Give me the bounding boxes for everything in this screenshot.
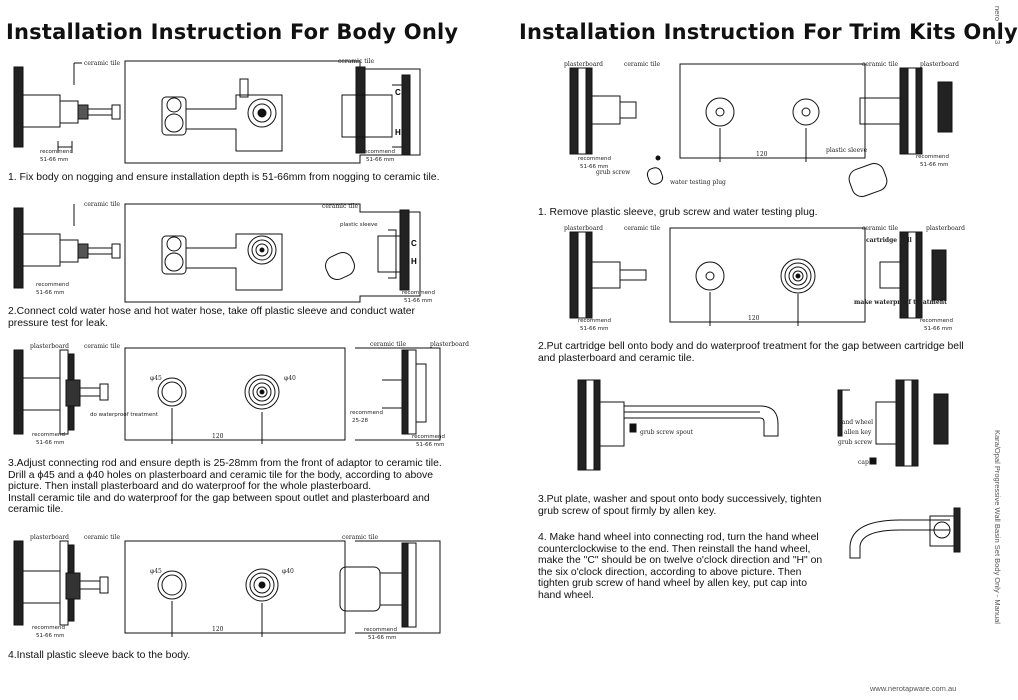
svg-text:recommend: recommend: [412, 434, 445, 440]
svg-text:plasterboard: plasterboard: [564, 225, 603, 232]
svg-text:51-66 mm: 51-66 mm: [368, 635, 396, 641]
svg-text:H: H: [411, 257, 417, 266]
side-document-title: Kara/Opal Progressive Wall Basin Set Bod…: [993, 430, 1002, 624]
trim-step3-diagram: grub screw spout hand wheel allen key gr…: [577, 379, 949, 471]
svg-text:ceramic tile: ceramic tile: [342, 534, 378, 541]
body-step2-text: 2.Connect cold water hose and hot water …: [8, 306, 416, 329]
page-number: 3: [993, 40, 1002, 45]
svg-text:51-66 mm: 51-66 mm: [36, 440, 64, 446]
svg-text:H: H: [395, 128, 401, 137]
svg-text:ceramic tile: ceramic tile: [84, 201, 120, 208]
svg-text:recommend: recommend: [32, 432, 65, 438]
svg-text:make waterproof treatment: make waterproof treatment: [854, 299, 947, 306]
svg-text:water testing plug: water testing plug: [670, 179, 726, 186]
trim-step1-text: 1. Remove plastic sleeve, grub screw and…: [538, 207, 818, 218]
svg-text:ceramic tile: ceramic tile: [624, 225, 660, 232]
svg-text:recommend: recommend: [350, 410, 383, 416]
svg-text:51-66 mm: 51-66 mm: [366, 157, 394, 163]
svg-text:plastic sleeve: plastic sleeve: [826, 147, 868, 154]
svg-text:φ45: φ45: [150, 375, 162, 382]
svg-text:120: 120: [748, 315, 760, 322]
spout-outline: [624, 405, 779, 437]
svg-text:recommend: recommend: [40, 149, 73, 155]
trim-step2-diagram: plasterboard ceramic tile ceramic tile p…: [564, 225, 965, 332]
top-right-brand: nero: [993, 6, 1002, 22]
wall-stud: [13, 66, 24, 148]
svg-text:recommend: recommend: [402, 290, 435, 296]
svg-text:51-66 mm: 51-66 mm: [36, 290, 64, 296]
svg-text:plastic sleeve: plastic sleeve: [340, 222, 378, 228]
body-step2-diagram: ceramic tile ceramic tile plastic sleeve…: [13, 201, 435, 304]
svg-text:hand wheel: hand wheel: [838, 419, 873, 426]
svg-text:ceramic tile: ceramic tile: [370, 341, 406, 348]
body-step3-text: 3.Adjust connecting rod and ensure depth…: [8, 458, 442, 516]
svg-text:C: C: [411, 239, 417, 248]
svg-text:ceramic tile: ceramic tile: [84, 343, 120, 350]
svg-text:51-66 mm: 51-66 mm: [920, 162, 948, 168]
svg-text:ceramic tile: ceramic tile: [338, 58, 374, 65]
body-step4-text: 4.Install plastic sleeve back to the bod…: [8, 650, 191, 661]
svg-text:recommend: recommend: [36, 282, 69, 288]
svg-text:plasterboard: plasterboard: [430, 341, 469, 348]
footer-url: www.nerotapware.com.au: [870, 684, 957, 693]
svg-text:ceramic tile: ceramic tile: [322, 203, 358, 210]
svg-text:25-28: 25-28: [352, 418, 368, 424]
svg-text:51-66 mm: 51-66 mm: [924, 326, 952, 332]
svg-text:grub screw: grub screw: [838, 439, 873, 446]
svg-text:recommend: recommend: [920, 318, 953, 324]
svg-text:120: 120: [756, 151, 768, 158]
svg-text:ceramic tile: ceramic tile: [624, 61, 660, 68]
svg-text:ceramic tile: ceramic tile: [862, 61, 898, 68]
svg-text:allen key: allen key: [844, 429, 872, 436]
svg-text:φ45: φ45: [150, 568, 162, 575]
body-step4-diagram: plasterboard ceramic tile ceramic tile φ…: [13, 534, 441, 641]
svg-text:grub screw: grub screw: [596, 169, 631, 176]
svg-text:ceramic tile: ceramic tile: [84, 60, 120, 67]
svg-text:recommend: recommend: [578, 156, 611, 162]
svg-text:51-66 mm: 51-66 mm: [580, 164, 608, 170]
trim-step1-diagram: plasterboard ceramic tile ceramic tile p…: [564, 61, 959, 197]
svg-text:plasterboard: plasterboard: [564, 61, 603, 68]
svg-text:ceramic tile: ceramic tile: [862, 225, 898, 232]
svg-text:recommend: recommend: [362, 149, 395, 155]
svg-text:cartridge bell: cartridge bell: [866, 237, 913, 244]
trim-step3-text: 3.Put plate, washer and spout onto body …: [538, 494, 822, 517]
svg-text:plasterboard: plasterboard: [926, 225, 965, 232]
svg-text:51-66 mm: 51-66 mm: [416, 442, 444, 448]
svg-text:grub screw spout: grub screw spout: [640, 429, 694, 436]
svg-text:plasterboard: plasterboard: [30, 534, 69, 541]
svg-text:51-66 mm: 51-66 mm: [40, 157, 68, 163]
svg-text:120: 120: [212, 626, 224, 633]
svg-text:51-66 mm: 51-66 mm: [580, 326, 608, 332]
svg-text:φ40: φ40: [284, 375, 296, 382]
svg-text:C: C: [395, 88, 401, 97]
trim-step4-text: 4. Make hand wheel into connecting rod, …: [538, 532, 823, 601]
body-step1-text: 1. Fix body on nogging and ensure instal…: [8, 172, 440, 183]
svg-text:51-66 mm: 51-66 mm: [36, 633, 64, 639]
svg-text:51-66 mm: 51-66 mm: [404, 298, 432, 304]
body-step3-diagram: plasterboard ceramic tile ceramic tile p…: [13, 341, 469, 448]
trim-section-title: Installation Instruction For Trim Kits O…: [519, 20, 1018, 44]
svg-text:recommend: recommend: [364, 627, 397, 633]
svg-text:recommend: recommend: [916, 154, 949, 160]
svg-text:120: 120: [212, 433, 224, 440]
wall-outline: [124, 60, 421, 164]
trim-step2-text: 2.Put cartridge bell onto body and do wa…: [538, 341, 964, 364]
trim-step4-diagram: [849, 507, 961, 559]
svg-text:plasterboard: plasterboard: [920, 61, 959, 68]
svg-text:plasterboard: plasterboard: [30, 343, 69, 350]
svg-text:φ40: φ40: [282, 568, 294, 575]
svg-text:recommend: recommend: [578, 318, 611, 324]
svg-text:do waterproof treatment: do waterproof treatment: [90, 412, 159, 418]
body-step1-diagram: ceramic tile ceramic tile recommend 51-6…: [13, 58, 421, 164]
svg-text:ceramic tile: ceramic tile: [84, 534, 120, 541]
body-section-title: Installation Instruction For Body Only: [6, 20, 459, 44]
svg-text:recommend: recommend: [32, 625, 65, 631]
svg-text:cap: cap: [858, 459, 869, 466]
